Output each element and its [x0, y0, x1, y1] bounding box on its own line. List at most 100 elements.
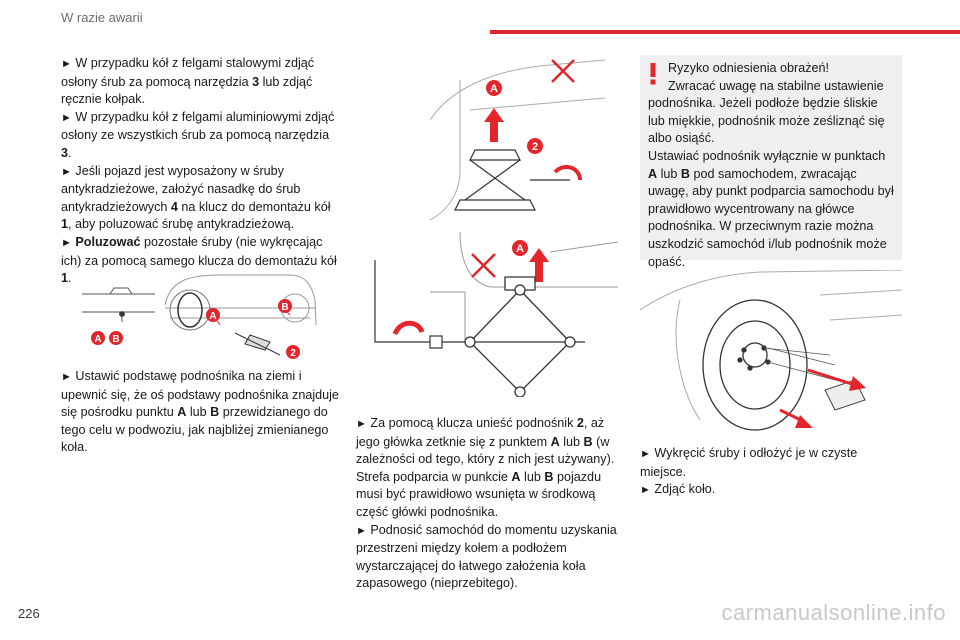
text: (w zależności od tego, który z nich jest…	[356, 434, 615, 484]
arrow-icon: ►	[61, 111, 72, 124]
figure-jack-detail: A	[370, 232, 618, 397]
exclamation-icon	[650, 63, 656, 85]
text: pozostałe śruby (nie wykręcając ich) za …	[61, 234, 337, 268]
drop-arrow-icon	[779, 408, 813, 428]
up-arrow-icon	[529, 248, 549, 282]
text: W przypadku kół z felgami stalowymi zdją…	[61, 56, 315, 89]
scissor-jack-detail-drawing	[442, 276, 585, 397]
text: lub	[657, 166, 681, 181]
column-1-text: ► W przypadku kół z felgami stalowymi zd…	[61, 55, 339, 288]
jack-drawing	[234, 332, 281, 356]
text: Jeśli pojazd jest wyposażony w śruby ant…	[61, 163, 301, 214]
ref-letter: A	[550, 434, 560, 449]
warning-text: Ustawiać podnośnik wyłącznie w punktach …	[648, 148, 894, 271]
label-B-car: B	[278, 299, 292, 313]
text: lub	[520, 469, 545, 484]
ref-number: 3	[252, 74, 260, 89]
ref-letter: B	[544, 469, 554, 484]
paragraph: ► Poluzować pozostałe śruby (nie wykręca…	[61, 234, 339, 288]
ref-letter: A	[511, 469, 521, 484]
paragraph: ► Podnosić samochód do momentu uzyskania…	[356, 522, 618, 593]
column-2-text: ► Za pomocą klucza unieść podnośnik 2, a…	[356, 415, 618, 593]
rotate-arrow-icon	[553, 164, 582, 181]
label-A-car: A	[206, 308, 220, 322]
arrow-icon: ►	[640, 448, 651, 460]
scissor-jack-drawing	[454, 149, 570, 211]
rotate-arrow-icon	[392, 320, 425, 336]
svg-text:2: 2	[532, 141, 538, 153]
warning-box: Ryzyko odniesienia obrażeń! Zwracać uwag…	[640, 55, 902, 269]
paragraph: ► Ustawić podstawę podnośnika na ziemi i…	[61, 368, 339, 457]
text: Wykręcić śruby i odłożyć je w czyste mie…	[640, 446, 858, 479]
text: pod samochodem, zwracając uwagę, aby pun…	[648, 166, 894, 269]
svg-text:A: A	[516, 243, 524, 255]
text: lub zdjąć ręcznie kołpak.	[61, 74, 313, 107]
handle-drawing	[374, 260, 443, 349]
text: .	[68, 271, 72, 286]
figure-jack-points: A B A B 2	[80, 270, 320, 365]
arrow-icon: ►	[61, 165, 72, 178]
up-arrow-icon	[484, 108, 504, 142]
text: Zdjąć koło.	[654, 482, 716, 497]
figure-wheel-removal	[640, 270, 902, 435]
paragraph: ► Wykręcić śruby i odłożyć je w czyste m…	[640, 445, 902, 481]
figure-jack-raise: A 2	[430, 50, 605, 220]
label-A-left: A	[91, 331, 105, 345]
ref-letter: B	[583, 434, 593, 449]
page-number: 226	[18, 606, 40, 621]
ref-number: 3	[61, 145, 69, 160]
ref-number: 4	[170, 199, 178, 214]
ref-number: 2	[576, 416, 584, 430]
paragraph: ► Zdjąć koło.	[640, 481, 902, 500]
inset-detail-drawing	[82, 287, 155, 322]
text: lub	[559, 434, 584, 449]
bold-text: Poluzować	[75, 234, 141, 249]
text: na klucz do demontażu kół	[177, 199, 331, 214]
arrow-icon: ►	[356, 524, 367, 537]
header-accent-bar	[490, 30, 960, 34]
ref-letter: B	[680, 166, 691, 181]
paragraph: ► W przypadku kół z felgami aluminiowymi…	[61, 109, 339, 163]
arrow-icon: ►	[61, 58, 72, 70]
svg-text:B: B	[281, 302, 288, 313]
arrow-icon: ►	[640, 484, 651, 497]
text: Za pomocą klucza unieść podnośnik	[370, 416, 577, 430]
text: pojazdu musi być prawidłowo wsunięta w ś…	[356, 469, 602, 519]
arrow-icon: ►	[61, 236, 72, 249]
warning-text: Zwracać uwagę na stabilne ustawienie pod…	[648, 78, 885, 146]
svg-text:A: A	[209, 311, 216, 322]
car-side-drawing	[164, 274, 317, 331]
ref-number: 1	[61, 217, 69, 232]
watermark: carmanualsonline.info	[721, 600, 946, 625]
label-B-left: B	[109, 331, 123, 345]
wheel-drawing	[702, 299, 808, 431]
label-A: A	[512, 240, 528, 256]
label-2: 2	[527, 138, 543, 154]
svg-text:B: B	[112, 334, 119, 345]
paragraph: ► W przypadku kół z felgami stalowymi zd…	[61, 55, 339, 109]
text: Podnosić samochód do momentu uzyskania p…	[356, 522, 617, 591]
column-3-text: ► Wykręcić śruby i odłożyć je w czyste m…	[640, 445, 902, 500]
label-A: A	[486, 80, 502, 96]
pull-arrow-icon	[807, 368, 866, 391]
text: W przypadku kół z felgami aluminiowymi z…	[61, 109, 335, 143]
text: przewidzianego do tego celu w podwoziu, …	[61, 405, 329, 455]
arrow-icon: ►	[61, 371, 72, 383]
ref-letter: A	[648, 166, 658, 181]
header-section-title: W razie awarii	[61, 10, 143, 25]
warning-title: Ryzyko odniesienia obrażeń!	[668, 61, 830, 75]
text: Ustawić podstawę podnośnika na ziemi i u…	[61, 369, 339, 420]
cross-icon	[551, 59, 575, 83]
paragraph: ► Za pomocą klucza unieść podnośnik 2, a…	[356, 415, 618, 522]
arrow-icon: ►	[356, 418, 367, 430]
text: , aby poluzować śrubę antykradzieżową.	[68, 217, 295, 232]
car-body-drawing	[640, 270, 902, 421]
svg-text:A: A	[490, 83, 498, 95]
car-body-drawing	[430, 59, 605, 220]
column-1-bottom-text: ► Ustawić podstawę podnośnika na ziemi i…	[61, 368, 339, 457]
ref-letter: A	[177, 405, 187, 420]
text: lub	[186, 405, 211, 420]
svg-text:2: 2	[290, 348, 296, 359]
paragraph: ► Jeśli pojazd jest wyposażony w śruby a…	[61, 163, 339, 234]
ref-number: 1	[61, 271, 69, 286]
